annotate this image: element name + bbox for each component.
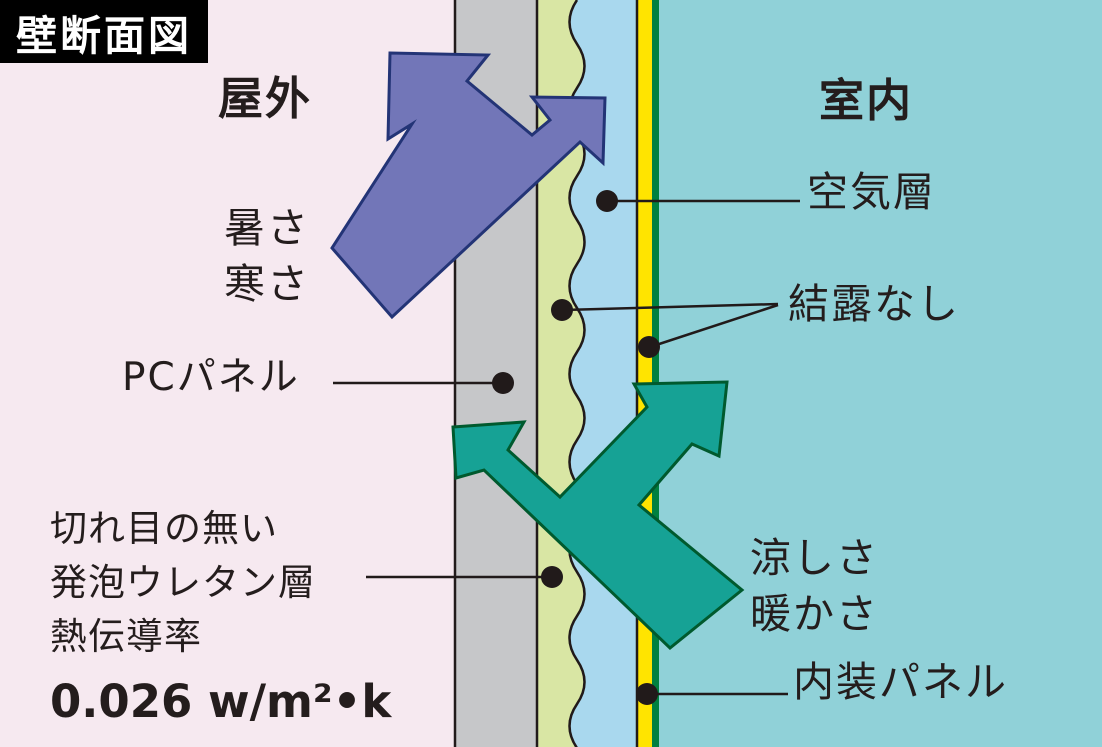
urethane-label-line2: 発泡ウレタン層 <box>50 561 316 604</box>
no-condensation-leader-line-1 <box>562 302 779 312</box>
cool-warm-annotation: 涼しさ 暖かさ <box>750 530 879 642</box>
diagram-title-box: 壁断面図 <box>0 0 208 63</box>
cold-annotation: 寒さ <box>224 260 310 308</box>
urethane-label-line3: 熱伝導率 <box>50 615 202 658</box>
heat-cold-annotation: 暑さ 寒さ <box>224 200 310 312</box>
urethane-description-block: 切れ目の無い 発泡ウレタン層 熱伝導率 0.026 w/m²•k <box>50 502 391 729</box>
no-condensation-leader-line-2 <box>649 303 779 349</box>
no-condensation-callout-dot-2 <box>638 336 660 358</box>
air-layer-callout-dot <box>596 190 618 212</box>
warm-annotation: 暖かさ <box>750 590 879 638</box>
urethane-conductivity-value: 0.026 w/m²•k <box>50 675 392 728</box>
air-layer-label: 空気層 <box>807 168 936 216</box>
interior-panel-yellow-layer <box>637 0 652 747</box>
interior-panel-label: 内装パネル <box>793 658 1008 706</box>
heat-annotation: 暑さ <box>224 204 310 252</box>
indoor-background <box>659 0 1102 747</box>
urethane-foam-layer <box>537 0 585 747</box>
interior-panel-green-layer <box>652 0 659 747</box>
no-condensation-callout-dot-1 <box>551 299 573 321</box>
diagram-title: 壁断面図 <box>16 11 192 60</box>
indoor-side-label: 室内 <box>819 74 914 127</box>
pc-panel-label: PCパネル <box>122 355 300 400</box>
outdoor-side-label: 屋外 <box>218 72 313 125</box>
interior-panel-callout-dot <box>636 683 658 705</box>
urethane-callout-dot <box>541 566 563 588</box>
outdoor-heat-cold-arrow <box>330 51 607 320</box>
outdoor-background <box>0 0 455 747</box>
pc-panel-callout-dot <box>492 372 514 394</box>
indoor-cool-warm-arrow <box>451 380 745 650</box>
cool-annotation: 涼しさ <box>750 534 879 582</box>
urethane-label-line1: 切れ目の無い <box>50 507 278 550</box>
no-condensation-label: 結露なし <box>788 280 960 328</box>
